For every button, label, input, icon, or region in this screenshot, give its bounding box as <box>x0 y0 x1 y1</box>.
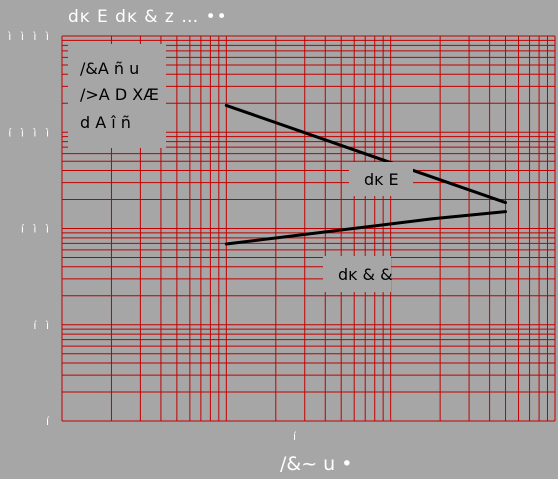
x-axis-label-top: í <box>293 430 297 443</box>
y-tick-label: í ì <box>33 319 52 332</box>
y-tick-label: í <box>46 415 52 428</box>
y-tick-label: í ì ì <box>21 223 52 236</box>
legend-line-3: d A î ñ <box>80 113 131 132</box>
series-label-lower-text: dĸ & & <box>338 265 393 284</box>
series-line-2 <box>224 210 507 246</box>
series-line-1 <box>224 103 507 205</box>
series-layer <box>224 103 507 246</box>
series-label-upper: dĸ E <box>349 162 413 196</box>
y-tick-labels: í í ì í ì ì í ì ì ì í ì ì ì ì <box>0 30 52 428</box>
legend-background <box>68 44 166 148</box>
legend-line-2: />A D XÆ <box>80 85 159 104</box>
y-tick-label: í ì ì ì ì <box>0 30 52 43</box>
chart-title: dĸ E dĸ & z … •• <box>68 7 228 27</box>
series-label-upper-bg <box>349 162 413 196</box>
x-axis-label: /&~ u • <box>280 453 352 475</box>
series-label-lower-bg <box>323 256 391 292</box>
series-label-upper-text: dĸ E <box>364 170 399 189</box>
y-tick-label: í ì ì ì <box>8 126 52 139</box>
legend-line-1: /&A ñ u <box>80 59 139 78</box>
series-label-lower: dĸ & & <box>323 256 393 292</box>
legend-box: /&A ñ u />A D XÆ d A î ñ <box>68 44 166 148</box>
